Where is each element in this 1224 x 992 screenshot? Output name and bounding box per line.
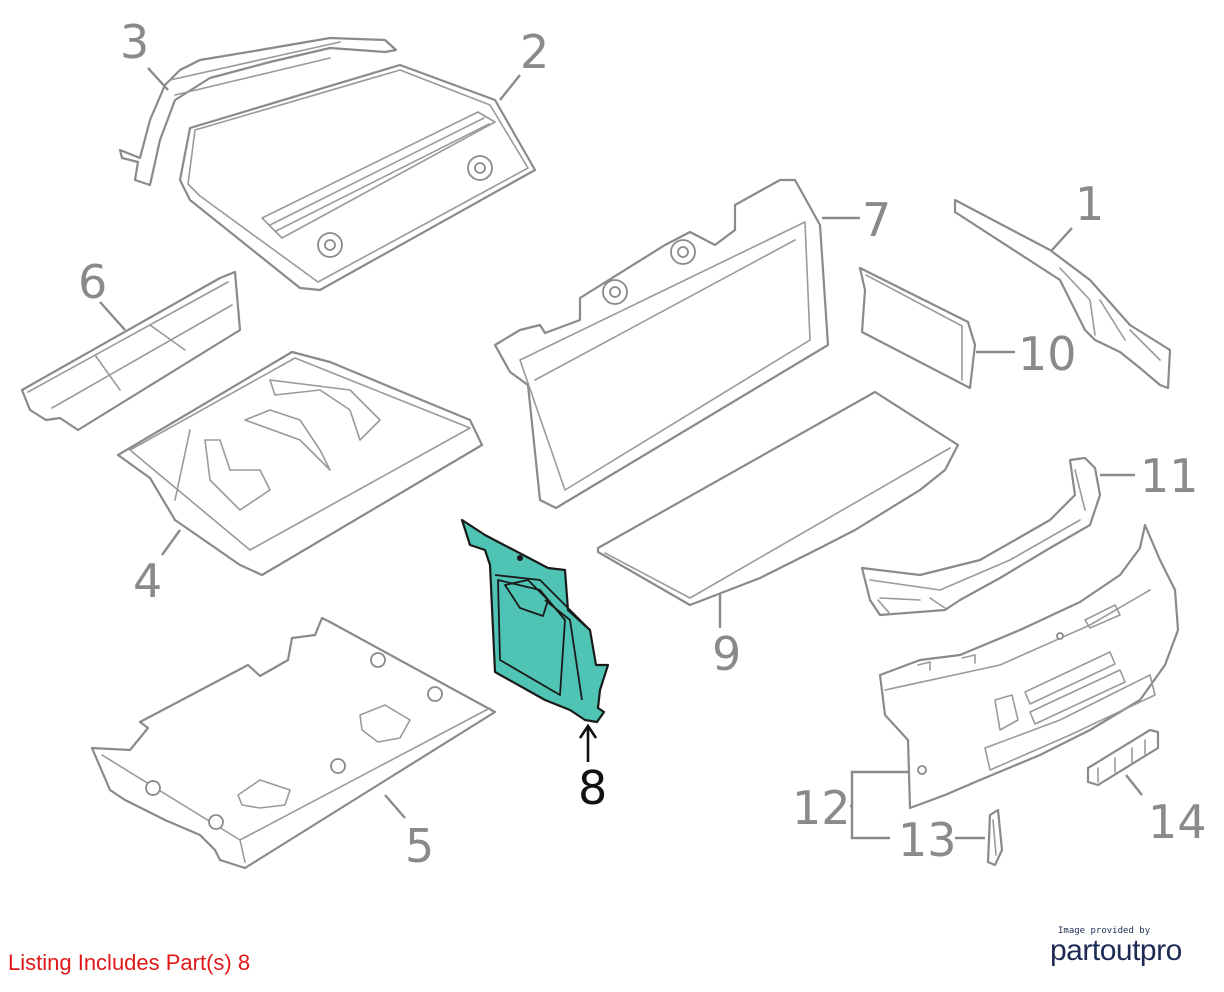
part-4 — [116, 350, 484, 577]
part-11 — [860, 456, 1102, 617]
callout-numbers: 3 2 6 4 5 7 1 10 11 9 8 12 13 14 — [78, 15, 1207, 873]
part-1 — [953, 198, 1172, 390]
callout-7: 7 — [862, 193, 891, 247]
part-10 — [858, 266, 977, 390]
part-5 — [90, 616, 497, 870]
leader-lines — [99, 67, 1143, 840]
callout-9: 9 — [712, 627, 741, 681]
part-9 — [596, 390, 960, 607]
part-13 — [986, 808, 1004, 867]
callout-12: 12 — [792, 781, 851, 835]
callout-3: 3 — [120, 15, 149, 69]
credit-caption: Image provided by — [1058, 926, 1151, 936]
listing-includes-text: Listing Includes Part(s) 8 — [8, 950, 251, 975]
part-3 — [118, 36, 398, 187]
callout-1: 1 — [1075, 177, 1104, 231]
callout-4: 4 — [133, 554, 162, 608]
callout-13: 13 — [898, 813, 957, 867]
callout-14: 14 — [1148, 795, 1207, 849]
callout-5: 5 — [405, 819, 434, 873]
part-2 — [178, 63, 537, 292]
image-credit: Image provided by partoutpro — [1050, 926, 1210, 968]
part-14 — [1086, 728, 1160, 787]
callout-11: 11 — [1140, 449, 1199, 503]
callout-6: 6 — [78, 255, 107, 309]
part-7 — [493, 178, 830, 510]
callout-2: 2 — [520, 25, 549, 79]
part-12 — [878, 523, 1180, 810]
callout-10: 10 — [1018, 327, 1077, 381]
part-8-highlighted — [460, 518, 610, 724]
part-6 — [20, 270, 242, 432]
callout-8: 8 — [578, 761, 607, 815]
partoutpro-logo: partoutpro — [1050, 934, 1182, 967]
